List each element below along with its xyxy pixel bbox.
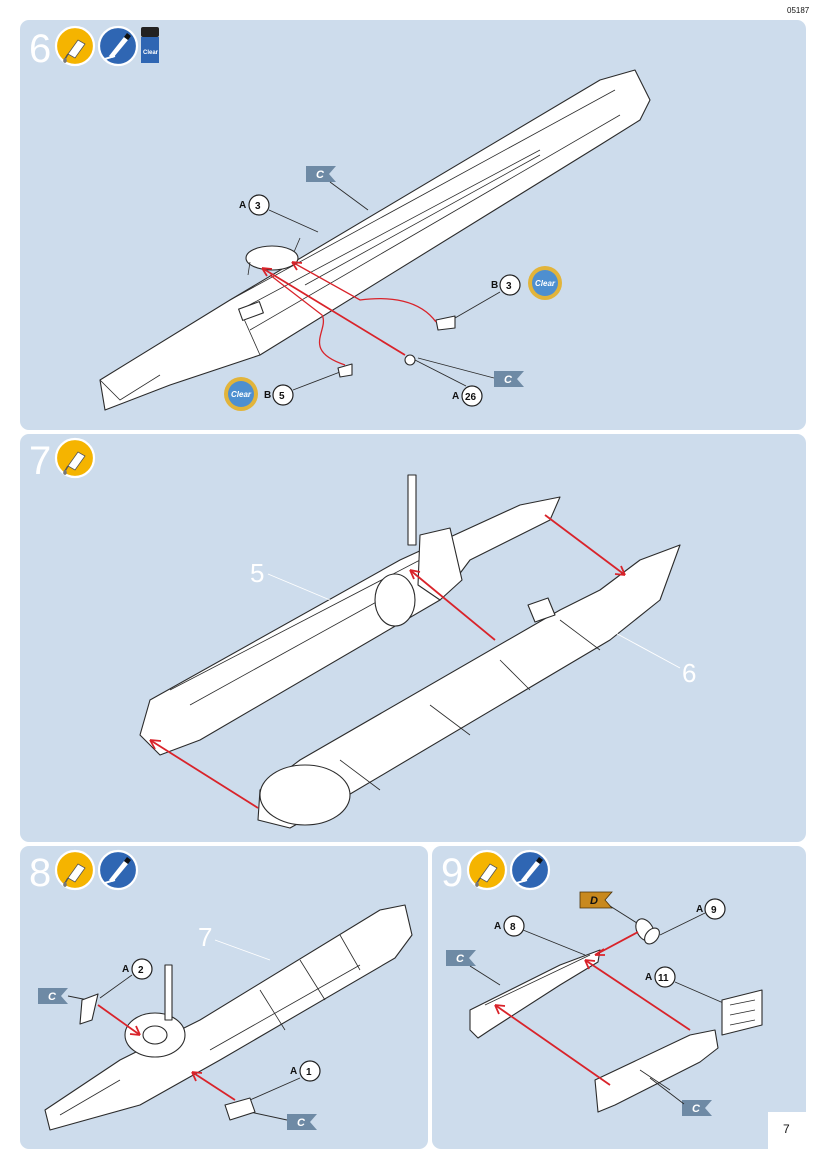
assembly-arrows	[261, 261, 437, 366]
svg-text:A: A	[239, 200, 246, 211]
document-code: 05187	[787, 6, 810, 15]
clear-paint-jar-icon: Clear	[141, 27, 159, 63]
svg-text:A: A	[122, 964, 129, 975]
svg-text:3: 3	[255, 201, 261, 212]
assembly-arrows	[97, 1004, 236, 1101]
step-8-panel: 8 7 A 2	[20, 846, 428, 1149]
clear-badge-icon: Clear	[224, 377, 258, 411]
assembly-label-5: 5	[250, 558, 264, 588]
svg-text:A: A	[494, 921, 501, 932]
svg-text:C: C	[316, 169, 325, 181]
svg-text:C: C	[456, 953, 465, 965]
page-number: 7	[783, 1122, 790, 1136]
callout-a3: A 3	[239, 194, 270, 216]
assembly-arrows	[149, 514, 626, 809]
propeller-part	[635, 918, 660, 945]
svg-text:26: 26	[465, 392, 477, 403]
callout-b5: B 5	[264, 384, 294, 406]
svg-text:Clear: Clear	[535, 279, 556, 288]
clear-badge-icon: Clear	[528, 266, 562, 300]
step-6-panel: 6 Clear	[20, 20, 806, 430]
color-flag-d: D	[579, 891, 613, 909]
glue-icon	[54, 25, 96, 67]
glue-icon	[54, 437, 96, 479]
svg-text:B: B	[264, 390, 271, 401]
svg-text:A: A	[696, 904, 703, 915]
svg-text:A: A	[645, 972, 652, 983]
svg-text:C: C	[504, 374, 513, 386]
glue-icon	[54, 849, 96, 891]
page-number-box: 7	[768, 1112, 808, 1150]
step-7-panel: 7 5 6	[20, 434, 806, 842]
hull-lower-half	[257, 544, 681, 829]
svg-text:Clear: Clear	[231, 390, 252, 399]
step-6-number: 6	[29, 27, 51, 71]
hull-upper-half	[139, 474, 561, 756]
callout-a8: A 8	[494, 915, 525, 937]
step-9-panel: 9 D A 9 A	[432, 846, 806, 1149]
color-flag-c: C	[446, 950, 476, 966]
callout-a2: A 2	[122, 958, 153, 980]
brush-icon	[97, 25, 139, 67]
stern-lower-half	[594, 1029, 719, 1113]
callout-a26: A 26	[452, 385, 483, 407]
callout-a9: A 9	[696, 898, 726, 920]
svg-text:C: C	[692, 1103, 701, 1115]
assembly-arrows	[494, 931, 691, 1086]
callout-b3: B 3	[491, 274, 521, 296]
svg-text:2: 2	[138, 965, 144, 976]
svg-text:1: 1	[306, 1067, 312, 1078]
color-flag-c: C	[682, 1100, 712, 1116]
svg-text:C: C	[48, 991, 57, 1003]
svg-text:C: C	[297, 1117, 306, 1129]
svg-text:A: A	[452, 391, 459, 402]
step-8-number: 8	[29, 851, 51, 895]
color-flag-c: C	[306, 166, 336, 182]
glue-icon	[466, 849, 508, 891]
svg-text:D: D	[590, 895, 598, 907]
hull-half-assembly	[99, 69, 651, 411]
step-7-number: 7	[29, 439, 51, 483]
stern-upper-half	[469, 949, 601, 1039]
rudder-part	[721, 989, 763, 1036]
color-flag-c: C	[287, 1114, 317, 1130]
assembly-label-7: 7	[198, 922, 212, 952]
svg-text:3: 3	[506, 281, 512, 292]
brush-icon	[509, 849, 551, 891]
assembly-label-6: 6	[682, 658, 696, 688]
callout-a1: A 1	[290, 1060, 321, 1082]
brush-icon	[97, 849, 139, 891]
svg-text:B: B	[491, 280, 498, 291]
svg-text:8: 8	[510, 922, 516, 933]
callout-a11: A 11	[645, 966, 676, 988]
submarine-assembly	[44, 904, 413, 1131]
color-flag-c: C	[494, 371, 524, 387]
svg-text:A: A	[290, 1066, 297, 1077]
jar-label: Clear	[143, 50, 159, 56]
svg-text:11: 11	[658, 973, 669, 984]
color-flag-c: C	[38, 988, 68, 1004]
svg-text:5: 5	[279, 391, 285, 402]
svg-text:9: 9	[711, 905, 717, 916]
step-9-number: 9	[441, 851, 463, 895]
